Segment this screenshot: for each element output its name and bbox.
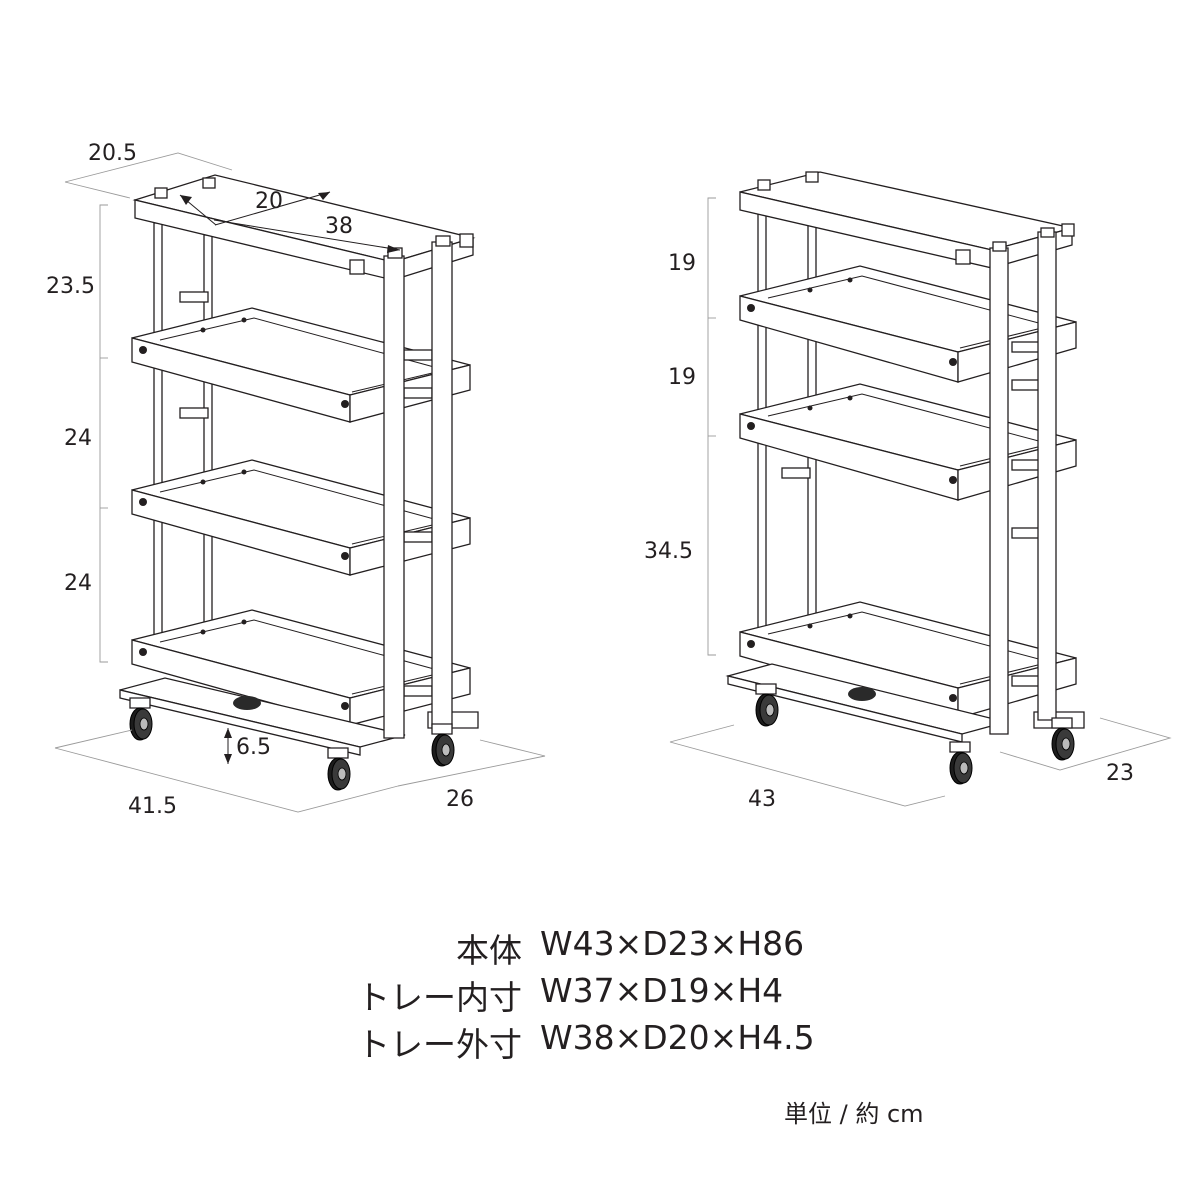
spec-label: トレー内寸: [357, 978, 522, 1017]
spec-value: W43×D23×H86: [540, 924, 805, 963]
spec-row-tray-outer: トレー外寸 W38×D20×H4.5: [0, 1018, 1200, 1064]
left-base-width-label: 41.5: [128, 794, 177, 819]
spec-label: トレー外寸: [357, 1025, 522, 1064]
spec-label: 本体: [456, 931, 522, 970]
left-gap-top-label: 23.5: [46, 274, 95, 299]
spec-value: W37×D19×H4: [540, 971, 784, 1010]
left-tray-2: [131, 459, 471, 576]
right-width-label: 43: [748, 787, 776, 812]
right-gap-top-label: 19: [668, 251, 696, 276]
spec-row-tray-inner: トレー内寸 W37×D19×H4: [0, 971, 1200, 1017]
left-cart-drawing: [119, 174, 479, 791]
right-dimension-lines: [669, 197, 1172, 807]
right-gap-second-label: 19: [668, 365, 696, 390]
left-top-depth-label: 20.5: [88, 141, 137, 166]
left-tray-depth-label: 20: [255, 189, 283, 214]
left-gap-bottom-label: 24: [64, 571, 92, 596]
right-depth-label: 23: [1106, 761, 1134, 786]
left-caster-height-label: 6.5: [236, 735, 271, 760]
left-tray-width-label: 38: [325, 214, 353, 239]
right-gap-bottom-label: 34.5: [644, 539, 693, 564]
left-gap-middle-label: 24: [64, 426, 92, 451]
unit-note: 単位 / 約 cm: [784, 1100, 924, 1128]
left-tray-1: [131, 307, 471, 423]
right-tray-2: [739, 383, 1077, 501]
right-cart-drawing: [725, 171, 1085, 785]
left-dimension-lines: [54, 152, 546, 813]
right-tray-1: [739, 265, 1077, 383]
left-base-depth-label: 26: [446, 787, 474, 812]
spec-row-body: 本体 W43×D23×H86: [0, 924, 1200, 970]
spec-value: W38×D20×H4.5: [540, 1018, 815, 1057]
